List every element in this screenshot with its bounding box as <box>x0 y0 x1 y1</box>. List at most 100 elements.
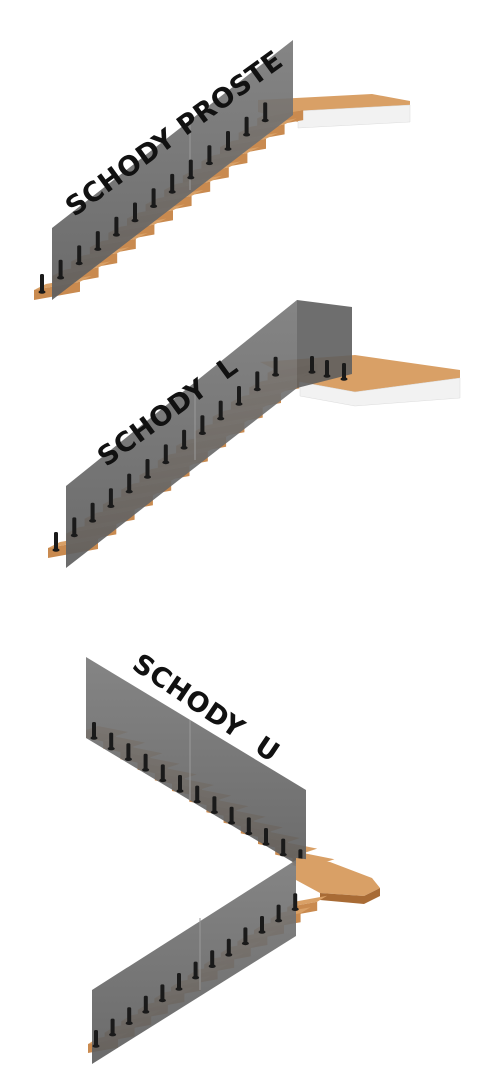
post-base <box>323 374 331 378</box>
post-base <box>158 998 166 1003</box>
railing-post <box>226 938 231 955</box>
post-base <box>162 460 170 465</box>
post-base <box>217 416 225 421</box>
lower-glass-balustrade <box>92 860 296 1064</box>
railing-post <box>182 429 187 448</box>
railing-post <box>72 517 77 536</box>
post-base <box>243 132 251 137</box>
u-winder-landing <box>296 858 380 896</box>
railing-post <box>40 274 44 292</box>
railing-post <box>260 916 264 932</box>
post-base <box>258 930 266 934</box>
post-base <box>235 402 243 406</box>
railing-post <box>108 488 113 507</box>
railing-post <box>127 473 132 492</box>
post-base <box>38 290 46 294</box>
post-base <box>107 504 115 509</box>
post-base <box>245 831 253 836</box>
post-base <box>131 218 139 223</box>
u-landing-edge <box>320 888 380 904</box>
post-base <box>90 736 98 740</box>
railing-post <box>110 1018 115 1035</box>
railing-post <box>226 131 230 149</box>
railing-post <box>177 973 181 989</box>
post-base <box>176 789 184 793</box>
railing-post <box>310 356 314 372</box>
railing-post <box>188 159 193 178</box>
glass-balustrade <box>66 300 297 568</box>
railing-post <box>293 893 298 910</box>
railing-post <box>160 764 165 781</box>
railing-post <box>133 202 137 221</box>
railing-post <box>237 386 241 404</box>
post-base <box>261 118 269 123</box>
railing-post <box>264 828 268 844</box>
post-base <box>94 247 102 251</box>
post-base <box>57 275 65 280</box>
railing-post <box>170 173 175 192</box>
railing-post <box>200 415 205 434</box>
u-stairs-illustration <box>86 657 380 1064</box>
post-base <box>150 204 158 208</box>
post-base <box>291 907 299 911</box>
post-base <box>228 821 236 825</box>
railing-post <box>207 145 212 164</box>
post-base <box>210 810 218 814</box>
railing-post <box>54 532 58 550</box>
post-base <box>124 757 132 761</box>
railing-post <box>151 188 156 207</box>
post-base <box>279 852 287 857</box>
railing-post <box>342 363 346 379</box>
railing-post <box>263 102 268 121</box>
post-base <box>208 964 216 968</box>
post-base <box>192 975 200 980</box>
railing-post <box>195 785 200 802</box>
railing-post <box>163 444 168 463</box>
post-base <box>308 370 316 374</box>
railing-post <box>90 502 95 521</box>
glass-balustrade <box>52 40 293 300</box>
post-base <box>193 799 201 804</box>
l-posts <box>52 356 348 552</box>
u-upper-posts <box>90 722 304 867</box>
railing-post <box>127 1007 132 1024</box>
railing-post <box>281 838 286 855</box>
post-base <box>89 519 97 523</box>
railing-post <box>160 984 165 1001</box>
post-base <box>125 489 133 494</box>
railing-post <box>210 950 215 967</box>
l-stairs-illustration <box>48 300 461 568</box>
post-base <box>92 1044 100 1048</box>
post-base <box>168 190 176 194</box>
post-base <box>225 953 233 957</box>
straight-posts <box>38 102 269 294</box>
straight-stairs-illustration <box>34 40 411 300</box>
post-base <box>205 161 213 166</box>
railing-post <box>95 231 100 250</box>
railing-post <box>143 995 148 1012</box>
post-base <box>340 377 348 381</box>
post-base <box>125 1021 133 1025</box>
post-base <box>112 233 120 237</box>
railing-post <box>276 904 281 921</box>
post-base <box>187 175 195 180</box>
post-base <box>241 941 249 946</box>
railing-post <box>178 775 182 791</box>
landing-side <box>297 104 411 129</box>
railing-post <box>273 356 278 375</box>
post-base <box>142 768 150 772</box>
railing-post <box>114 216 119 235</box>
post-base <box>75 261 83 266</box>
post-base <box>175 987 183 991</box>
post-base <box>180 446 188 450</box>
railing-post <box>244 116 249 135</box>
railing-post <box>243 927 248 944</box>
railing-post <box>109 732 114 749</box>
post-base <box>142 1010 150 1014</box>
post-base <box>52 548 60 552</box>
post-base <box>224 147 232 151</box>
post-base <box>109 1032 117 1037</box>
railing-post <box>212 796 217 813</box>
post-base <box>107 746 115 751</box>
